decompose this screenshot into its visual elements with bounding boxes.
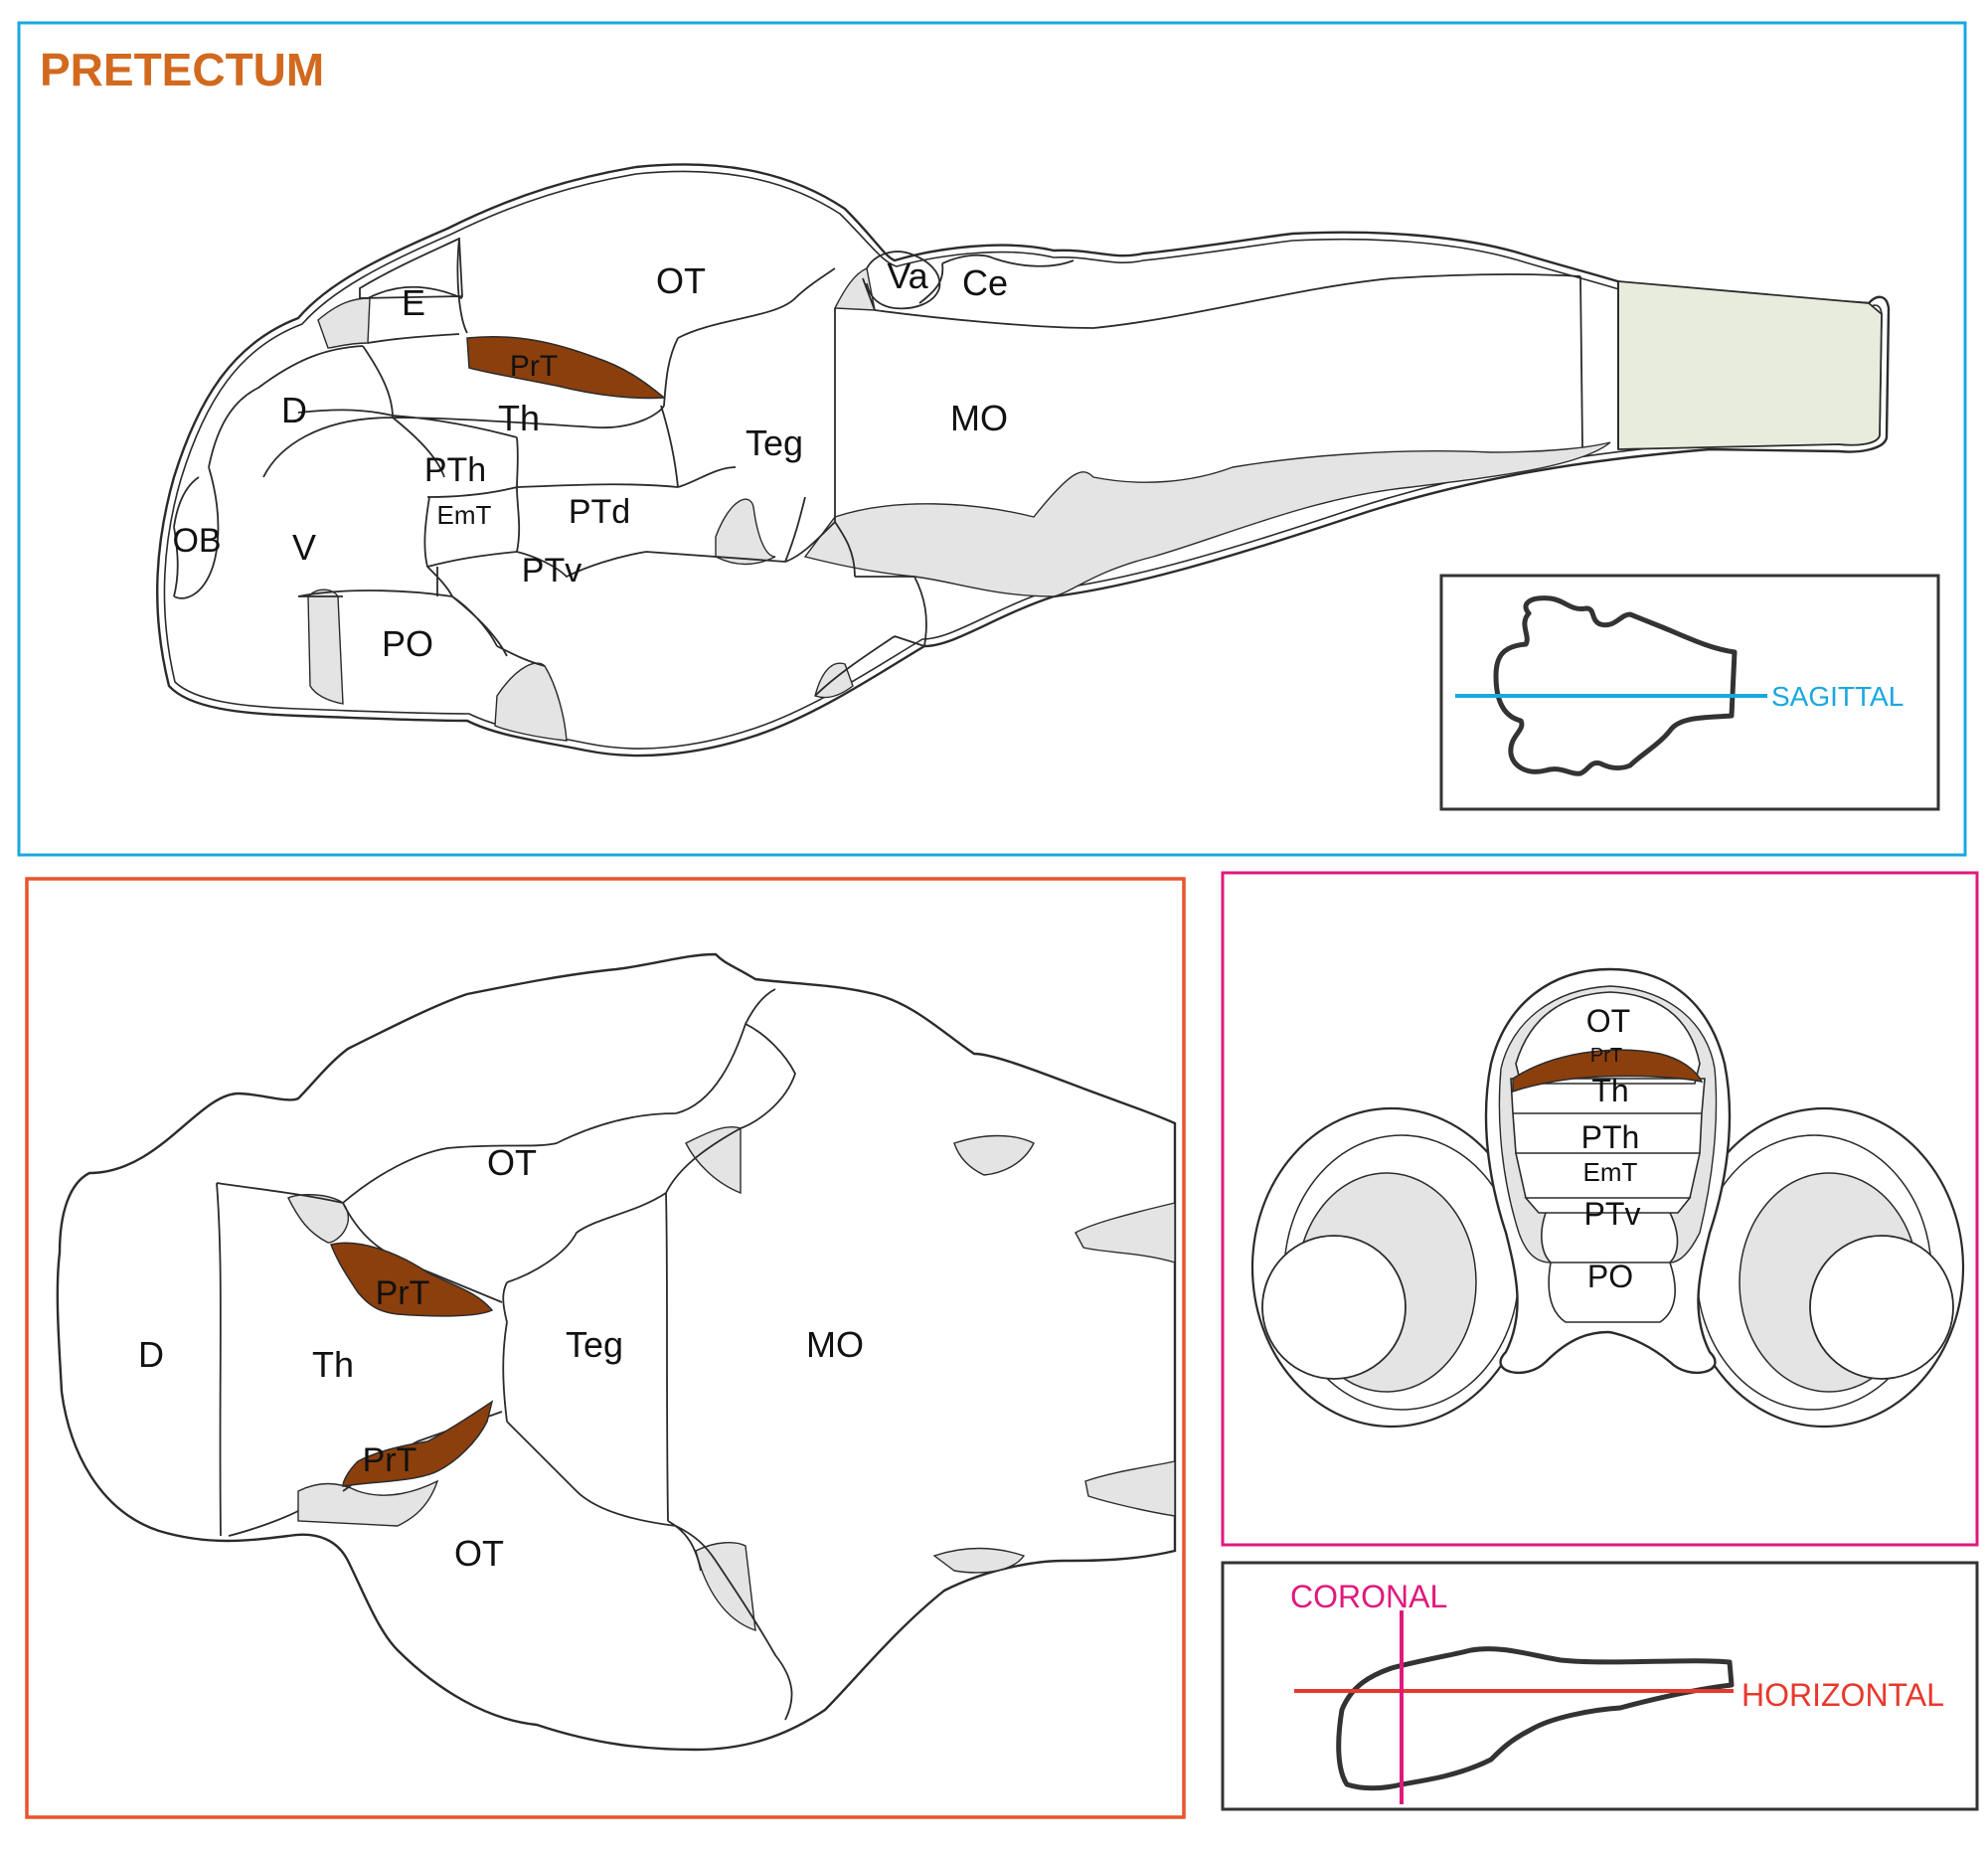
label-v: V xyxy=(292,527,316,568)
sagittal-ventricle-po xyxy=(307,589,344,705)
right-eye-lens xyxy=(1809,1235,1954,1380)
h-label-prt-bottom: PrT xyxy=(363,1441,417,1479)
sagittal-inset-frame xyxy=(1439,574,1940,811)
horizontal-pretectum-lower xyxy=(342,1400,494,1487)
horizontal-section: OT PrT D Th Teg MO PrT OT xyxy=(56,952,1177,1752)
sagittal-plane-label: SAGITTAL xyxy=(1771,681,1904,712)
label-po: PO xyxy=(382,623,433,664)
sagittal-va-boundary xyxy=(866,251,941,310)
sagittal-brain-outline-inner xyxy=(163,170,1883,750)
sagittal-section: OT Va Ce E PrT D Th Teg MO PTh EmT PTd O… xyxy=(156,163,1891,758)
coronal-panel-frame xyxy=(1221,871,1979,1547)
c-label-ot: OT xyxy=(1586,1003,1630,1039)
coronal-horizontal-inset: CORONAL HORIZONTAL xyxy=(1221,1561,1979,1811)
horizontal-brain-outline xyxy=(56,952,1177,1752)
label-ptv: PTv xyxy=(522,552,581,589)
label-ob: OB xyxy=(172,522,221,560)
sagittal-pretectum xyxy=(466,335,666,400)
sagittal-ventricle-hypothalamus xyxy=(494,662,568,742)
coronal-pretectum xyxy=(1512,1049,1704,1094)
h-label-ot-top: OT xyxy=(487,1142,537,1183)
c-label-th: Th xyxy=(1591,1073,1628,1108)
horizontal-ventricle-mo-right xyxy=(1075,1202,1176,1263)
h-label-d: D xyxy=(138,1334,164,1375)
sagittal-e-boundary xyxy=(359,237,463,299)
sagittal-brain-outline xyxy=(156,163,1891,758)
inset-lateral-brain-outline xyxy=(1336,1646,1735,1791)
h-label-prt-top: PrT xyxy=(376,1274,430,1312)
label-th: Th xyxy=(498,398,540,438)
coronal-section: OT PrT Th PTh EmT PTv PO xyxy=(1250,967,1965,1429)
label-va: Va xyxy=(887,255,928,296)
sagittal-region-boundaries xyxy=(173,238,1581,697)
horizontal-ventricle-lower-th xyxy=(297,1479,439,1527)
label-d: D xyxy=(281,390,307,430)
label-emt: EmT xyxy=(437,500,492,530)
label-ce: Ce xyxy=(962,262,1008,303)
horizontal-ventricle-mo-bottom xyxy=(932,1547,1026,1574)
horizontal-ventricle-teg-top xyxy=(685,1126,742,1195)
c-label-po: PO xyxy=(1587,1259,1633,1294)
label-e: E xyxy=(402,282,425,323)
h-label-teg: Teg xyxy=(566,1324,623,1365)
horizontal-ventricle-mo-top xyxy=(953,1134,1035,1176)
label-ot: OT xyxy=(656,260,706,301)
label-prt: PrT xyxy=(510,350,558,383)
horizontal-ventricle-teg-bottom xyxy=(695,1542,756,1632)
h-label-ot-bottom: OT xyxy=(454,1533,504,1574)
sagittal-panel-frame xyxy=(17,21,1967,857)
c-label-emt: EmT xyxy=(1583,1157,1638,1187)
label-ptd: PTd xyxy=(569,493,630,531)
c-label-ptv: PTv xyxy=(1584,1196,1641,1232)
sagittal-ventricle-teg xyxy=(715,498,776,566)
h-label-th: Th xyxy=(312,1344,354,1385)
horizontal-ventricle-upper-th xyxy=(287,1194,350,1244)
inset-dorsal-brain-outline xyxy=(1493,595,1738,776)
horizontal-plane-label: HORIZONTAL xyxy=(1741,1677,1944,1713)
coronal-inset-frame xyxy=(1221,1561,1979,1811)
figure-title: PRETECTUM xyxy=(40,44,324,95)
c-label-prt: PrT xyxy=(1590,1045,1622,1067)
label-mo: MO xyxy=(950,398,1008,438)
spinal-cord-region xyxy=(1617,280,1883,450)
left-eye-lens xyxy=(1261,1235,1407,1380)
h-label-mo: MO xyxy=(806,1324,864,1365)
label-teg: Teg xyxy=(746,422,803,463)
horizontal-pretectum-upper xyxy=(329,1242,494,1317)
coronal-plane-label: CORONAL xyxy=(1290,1579,1447,1614)
horizontal-panel-frame xyxy=(25,877,1186,1819)
horizontal-ventricle-mo-right2 xyxy=(1084,1460,1176,1517)
spinal-boundary xyxy=(1579,275,1619,449)
label-pth: PTh xyxy=(424,451,486,489)
c-label-pth: PTh xyxy=(1581,1119,1640,1155)
sagittal-ventricle-ventral xyxy=(803,441,1611,597)
sagittal-plane-inset: SAGITTAL xyxy=(1439,574,1940,811)
